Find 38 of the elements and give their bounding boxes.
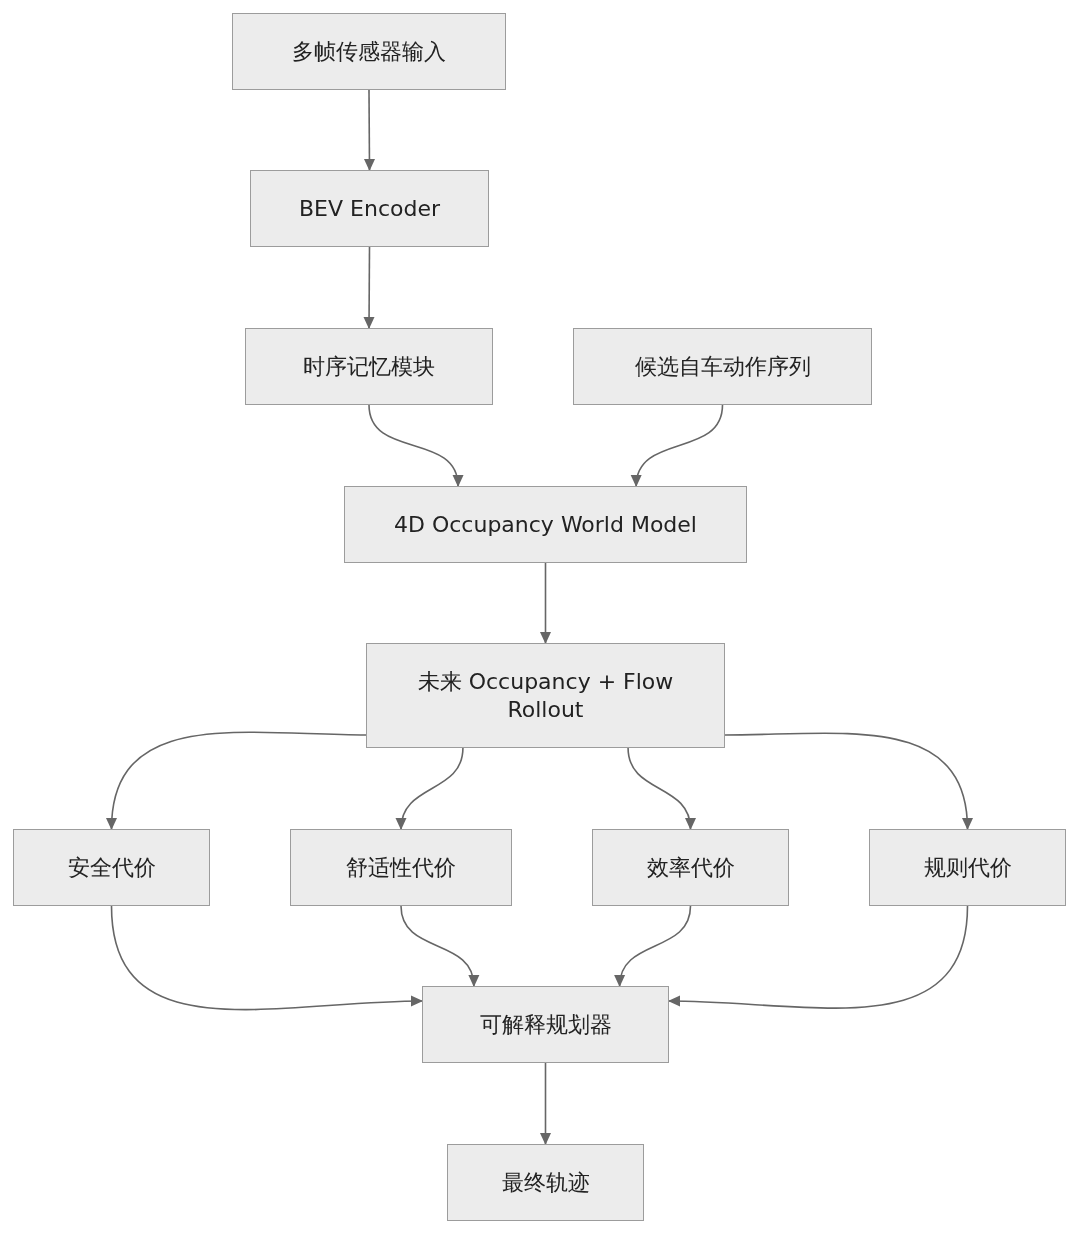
arrow [364,89,375,171]
box-label: 候选自车动作序列 [634,352,811,381]
arrow [627,747,695,830]
arrow [615,905,692,987]
box-label: 可解释规划器 [479,1010,612,1039]
box-label: BEV Encoder [299,194,440,223]
process-box [344,486,747,563]
arrow [668,905,969,1009]
arrow [540,1062,551,1145]
process-box [447,1144,644,1221]
arrow [396,747,464,830]
box-label: 多帧传感器输入 [292,37,446,66]
process-box [366,643,725,748]
box-label: 时序记忆模块 [303,352,435,381]
process-box [573,328,872,405]
process-box [592,829,789,906]
arrow [400,905,478,987]
process-box [290,829,512,906]
arrow [363,246,375,329]
process-box [232,13,506,90]
box-label: 规则代价 [923,853,1012,882]
process-box [250,170,489,247]
arrow [540,562,551,644]
process-box [245,328,493,405]
box-label: 舒适性代价 [346,853,456,882]
box-label: 安全代价 [67,853,156,882]
process-box [422,986,669,1063]
box-label: 未来 Occupancy + Flow Rollout [416,668,675,723]
process-box [13,829,210,906]
arrow [724,732,972,830]
box-label: 4D Occupancy World Model [394,510,697,539]
box-label: 最终轨迹 [501,1168,590,1197]
arrow [110,905,423,1011]
arrow [632,404,724,487]
arrow [368,404,462,487]
box-label: 效率代价 [646,853,735,882]
arrow [107,731,367,830]
process-box [869,829,1066,906]
